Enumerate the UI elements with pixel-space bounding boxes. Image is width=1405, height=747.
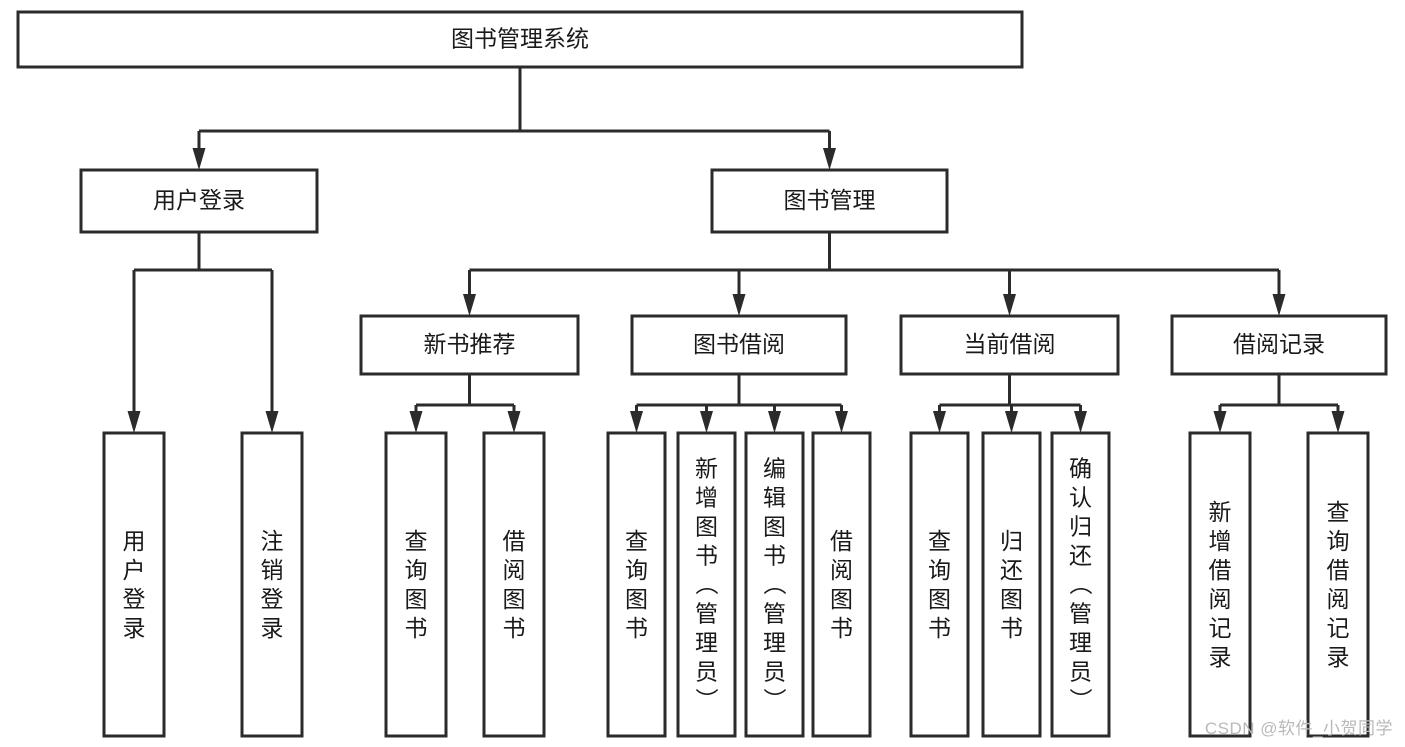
node-user-login[interactable]: 用户登录 [79,168,319,234]
arrow-head-icon [835,411,848,433]
node-leaf-borrow-book[interactable]: 借阅图书 [811,431,872,738]
node-leaf-return-book[interactable]: 归还图书 [981,431,1042,738]
arrow-head-icon [933,411,946,433]
edge-group-new-book-rec [409,374,521,433]
node-label: 新书推荐 [424,331,516,357]
node-leaf-user-login[interactable]: 用户登录 [102,431,166,738]
edge-group-book-borrow [630,374,848,433]
node-label: 查询借阅记录 [1327,499,1350,670]
arrow-head-icon [630,411,643,433]
nodes-layer: 图书管理系统用户登录图书管理新书推荐图书借阅当前借阅借阅记录用户登录注销登录查询… [16,10,1388,738]
node-leaf-add-book[interactable]: 新增图书（管理员） [676,431,737,738]
node-label: 借阅记录 [1233,331,1325,357]
node-box [482,431,546,738]
node-label: 查询图书 [928,528,951,641]
node-box [240,431,304,738]
node-label: 注销登录 [261,528,284,641]
node-box [16,10,1024,69]
node-box [710,168,949,234]
node-borrow-record[interactable]: 借阅记录 [1170,314,1388,376]
arrow-head-icon [732,294,746,316]
arrow-head-icon [265,411,279,433]
node-box [1170,314,1388,376]
node-label: 查询图书 [625,528,648,641]
node-leaf-query-book-borrow[interactable]: 查询图书 [606,431,667,738]
node-label: 借阅图书 [830,528,853,641]
edge-group-borrow-record [1213,374,1345,433]
arrow-head-icon [507,411,521,433]
node-leaf-borrow-book-rec[interactable]: 借阅图书 [482,431,546,738]
node-box [1306,431,1370,738]
arrow-head-icon [192,148,206,170]
node-book-borrow[interactable]: 图书借阅 [630,314,848,376]
node-box [79,168,319,234]
node-new-book-rec[interactable]: 新书推荐 [359,314,580,376]
node-label: 用户登录 [153,187,245,213]
arrow-head-icon [1003,294,1016,316]
node-box [359,314,580,376]
node-label: 新增图书（管理员） [695,456,719,714]
connectors-layer [127,67,1345,433]
arrow-head-icon [1331,411,1345,433]
node-label: 用户登录 [123,528,146,641]
node-label: 图书管理系统 [451,26,589,52]
node-box [1050,431,1111,738]
node-leaf-edit-book[interactable]: 编辑图书（管理员） [744,431,805,738]
node-leaf-query-book-rec[interactable]: 查询图书 [384,431,448,738]
arrow-head-icon [1074,411,1087,433]
node-box [981,431,1042,738]
arrow-head-icon [823,148,836,170]
node-current-borrow[interactable]: 当前借阅 [899,314,1120,376]
node-box [630,314,848,376]
node-leaf-logout[interactable]: 注销登录 [240,431,304,738]
node-leaf-confirm-return[interactable]: 确认归还（管理员） [1050,431,1111,738]
node-box [384,431,448,738]
edge-group-root [192,67,836,170]
node-label: 确认归还（管理员） [1069,456,1093,714]
edge-group-user-login [127,232,279,433]
arrow-head-icon [463,294,476,316]
node-leaf-query-book-cur[interactable]: 查询图书 [909,431,970,738]
node-box [744,431,805,738]
node-box [909,431,970,738]
node-label: 图书管理 [784,187,876,213]
node-label: 编辑图书（管理员） [763,456,787,714]
node-label: 归还图书 [1000,528,1023,641]
node-label: 借阅图书 [503,528,526,641]
arrow-head-icon [1005,411,1018,433]
node-box [606,431,667,738]
node-box [811,431,872,738]
node-box [899,314,1120,376]
node-label: 当前借阅 [964,331,1056,357]
node-label: 查询图书 [405,528,428,641]
node-leaf-add-record[interactable]: 新增借阅记录 [1188,431,1252,738]
node-root[interactable]: 图书管理系统 [16,10,1024,69]
node-label: 新增借阅记录 [1209,499,1232,670]
node-book-manage[interactable]: 图书管理 [710,168,949,234]
watermark-text: CSDN @软件_小贺同学 [1204,719,1393,738]
arrow-head-icon [1272,294,1286,316]
node-leaf-query-record[interactable]: 查询借阅记录 [1306,431,1370,738]
node-box [1188,431,1252,738]
edge-group-book-manage [463,232,1286,316]
arrow-head-icon [409,411,423,433]
node-box [676,431,737,738]
arrow-head-icon [768,411,781,433]
node-label: 图书借阅 [693,331,785,357]
arrow-head-icon [127,411,141,433]
arrow-head-icon [1213,411,1227,433]
node-box [102,431,166,738]
arrow-head-icon [700,411,713,433]
edge-group-current-borrow [933,374,1087,433]
